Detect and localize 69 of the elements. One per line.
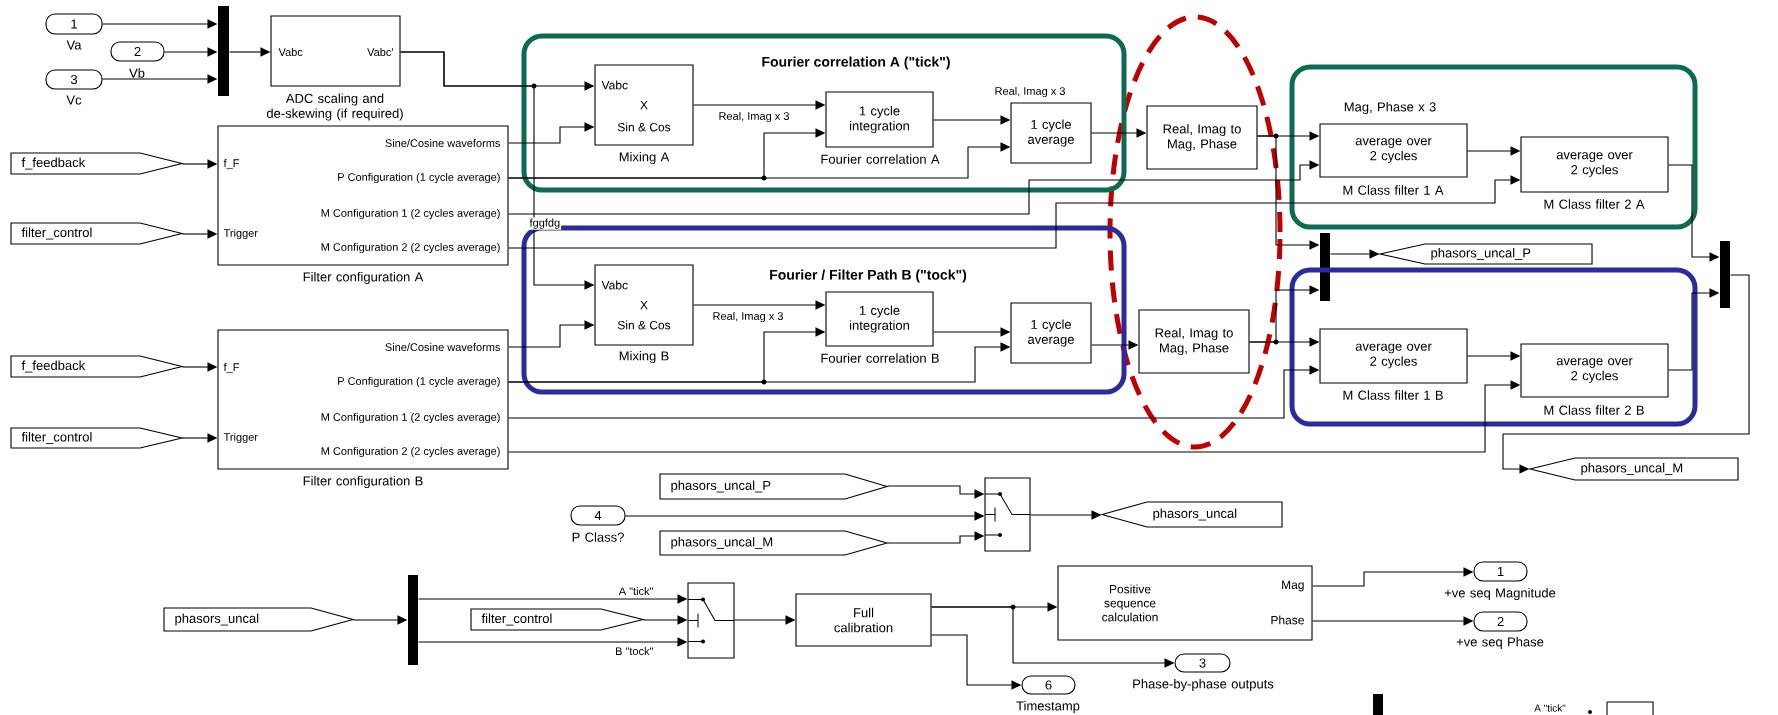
edge-label: Real, Imag x 3 <box>717 110 791 124</box>
node-label: Vabc <box>278 47 303 57</box>
block-caption: Va <box>66 40 82 50</box>
function-block: Sine/Cosine waveforms f_F P Configuration (1 cycle average) M Configuration 1 (2 cycles average) Trigger M Configuration 2 (2 cycles average) <box>217 125 509 266</box>
from-tag: phasors_uncal_P <box>659 473 889 500</box>
node-label: M Configuration 2 (2 cycles average) <box>321 446 500 458</box>
from-tag: f_feedback <box>10 355 185 378</box>
function-block: Vabc X Sin & Cos <box>594 264 694 346</box>
function-block: 1 cycle integration <box>825 291 934 347</box>
block-caption: Vb <box>129 68 145 78</box>
arrow <box>1502 274 1750 474</box>
function-block: Positive sequence calculation Mag Phase <box>1057 565 1313 641</box>
block-caption: M Class filter 2 A <box>1544 199 1645 209</box>
block-caption: +ve seq Phase <box>1456 636 1544 650</box>
node-label: f_F <box>223 362 239 374</box>
edge-label: A "tick" <box>617 585 655 597</box>
node-label: Trigger <box>223 432 258 444</box>
block-caption: Mag, Phase x 3 <box>1344 101 1436 115</box>
block-caption: P Class? <box>572 532 624 542</box>
function-block: average over 2 cycles <box>1520 136 1669 193</box>
function-block: average over 2 cycles <box>1319 123 1468 178</box>
block-caption: Mixing B <box>619 350 669 364</box>
block-caption: Filter configuration A <box>303 271 424 285</box>
node-label: P Configuration (1 cycle average) <box>338 172 500 184</box>
edge-label: fggfdg <box>528 217 562 230</box>
function-block: average over 2 cycles <box>1319 328 1468 384</box>
node-label: M Configuration 1 (2 cycles average) <box>321 412 500 424</box>
node-label: P Configuration (1 cycle average) <box>338 376 500 388</box>
block-caption: M Class filter 2 B <box>1544 405 1644 415</box>
block-caption: Vc <box>66 95 82 105</box>
node-label: M Configuration 2 (2 cycles average) <box>321 242 500 254</box>
function-block: Sine/Cosine waveforms f_F P Configuration (1 cycle average) M Configuration 1 (2 cycles average) Trigger M Configuration 2 (2 cycles average) <box>217 329 509 470</box>
edge-label: Real, Imag x 3 <box>711 310 785 324</box>
node-label: Trigger <box>223 228 258 240</box>
block-caption: M Class filter 1 A <box>1343 185 1444 195</box>
edge-label: B "tock" <box>614 645 655 657</box>
node-label: f_F <box>223 158 239 170</box>
text-label: A "tick" <box>1534 704 1566 712</box>
function-block: Vabc Vabc' <box>270 15 401 87</box>
function-block: Vabc X Sin & Cos <box>594 64 694 146</box>
from-tag: filter_control <box>470 608 646 631</box>
function-block: 1 cycle average <box>1010 302 1092 364</box>
from-tag: phasors_uncal <box>163 607 356 632</box>
function-block: average over 2 cycles <box>1520 343 1669 398</box>
function-block: 1 cycle integration <box>825 91 934 148</box>
from-tag: f_feedback <box>10 152 185 175</box>
block-caption: ADC scaling and de-skewing (if required) <box>266 93 403 121</box>
edge-label: Real, Imag x 3 <box>993 85 1067 99</box>
block-caption: M Class filter 1 B <box>1343 390 1443 400</box>
from-tag: phasors_uncal_M <box>659 530 889 556</box>
node-label: Sine/Cosine waveforms <box>385 342 501 352</box>
from-tag: filter_control <box>10 427 185 449</box>
block-caption: +ve seq Magnitude <box>1444 587 1556 601</box>
switch-block <box>687 582 735 659</box>
block-caption: Fourier correlation A <box>821 154 940 164</box>
block-caption: Fourier correlation B <box>821 353 939 363</box>
function-block: Real, Imag to Mag, Phase <box>1138 309 1250 374</box>
node-label: Sine/Cosine waveforms <box>385 138 501 148</box>
block-caption: Filter configuration B <box>303 475 423 489</box>
function-block: Full calibration <box>795 593 932 647</box>
switch-block <box>984 477 1031 552</box>
block-caption: Mixing A <box>619 151 670 165</box>
block-caption: Timestamp <box>1016 700 1080 714</box>
function-block: Real, Imag to Mag, Phase <box>1146 105 1258 170</box>
function-block: 1 cycle average <box>1010 102 1092 164</box>
node-label: Vabc' <box>367 47 393 57</box>
node-label: M Configuration 1 (2 cycles average) <box>321 208 500 220</box>
from-tag: filter_control <box>10 222 185 245</box>
block-caption: Phase-by-phase outputs <box>1133 678 1274 692</box>
